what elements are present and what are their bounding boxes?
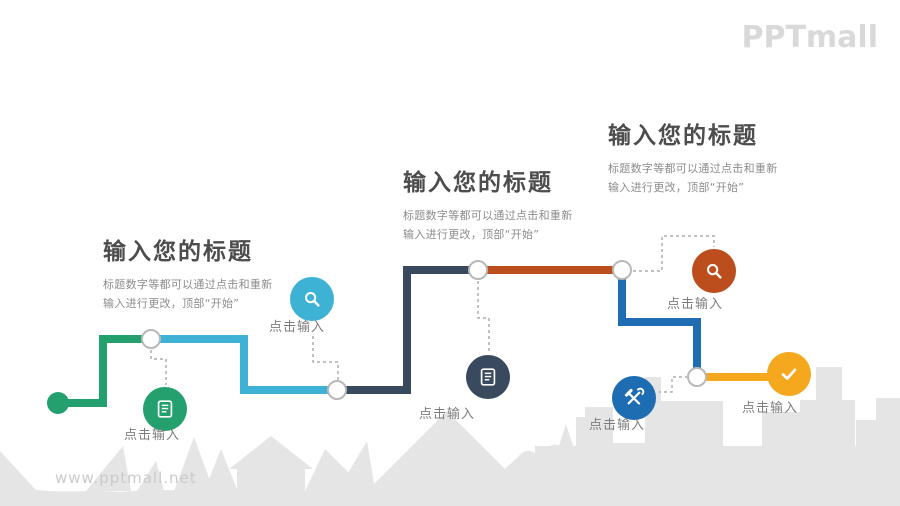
path-segment-teal [151,335,337,394]
path-node [612,260,632,280]
check-icon [781,368,797,380]
dashed-connector [150,350,167,385]
watermark-text: www.pptmall.net [55,469,197,487]
step-label[interactable]: 点击输入 [124,428,181,443]
block-body-line[interactable]: 输入进行更改，顶部“开始” [103,297,240,311]
city-skyline-silhouette [0,367,900,506]
dashed-connector [477,281,490,353]
search-icon [707,264,722,279]
block-body-line[interactable]: 输入进行更改，顶部“开始” [403,228,540,242]
step-label[interactable]: 点击输入 [419,407,476,422]
path-node [468,260,488,280]
text-block-2: 输入您的标题 标题数字等都可以通过点击和重新 输入进行更改，顶部“开始” [403,170,623,244]
step-circle-tools[interactable] [612,376,656,420]
dashed-connector [633,235,715,272]
path-segment-blue [618,270,701,377]
text-block-3: 输入您的标题 标题数字等都可以通过点击和重新 输入进行更改，顶部“开始” [608,123,828,197]
timeline-path [47,266,789,414]
tools-icon [624,387,645,405]
brand-logo: PPTmall [741,20,878,55]
block-body-line[interactable]: 标题数字等都可以通过点击和重新 [103,278,273,292]
dashed-connector [312,336,339,380]
block-body-line[interactable]: 输入进行更改，顶部“开始” [608,181,745,195]
step-circle-document[interactable] [466,355,510,399]
document-icon [480,368,496,386]
step-label[interactable]: 点击输入 [742,401,799,416]
path-node [327,380,347,400]
text-block-1: 输入您的标题 标题数字等都可以通过点击和重新 输入进行更改，顶部“开始” [103,239,323,313]
step-label[interactable]: 点击输入 [589,418,646,433]
step-circle-document[interactable] [143,387,187,431]
path-node [141,329,161,349]
dashed-connector [659,376,688,393]
block-body-line[interactable]: 标题数字等都可以通过点击和重新 [608,162,778,176]
dashed-connectors [150,235,715,393]
search-icon [305,292,320,307]
block-title[interactable]: 输入您的标题 [103,239,253,265]
document-icon [157,400,173,418]
block-title[interactable]: 输入您的标题 [608,123,758,149]
block-body-line[interactable]: 标题数字等都可以通过点击和重新 [403,209,573,223]
step-circle-check[interactable] [767,352,811,396]
path-segment-green [58,335,151,407]
path-nodes [141,260,707,400]
step-circle-search[interactable] [290,277,334,321]
path-node [687,367,707,387]
block-title[interactable]: 输入您的标题 [403,170,553,196]
step-circle-search[interactable] [692,249,736,293]
path-segment-navy [337,266,478,394]
step-label[interactable]: 点击输入 [667,297,724,312]
step-label[interactable]: 点击输入 [269,320,326,335]
